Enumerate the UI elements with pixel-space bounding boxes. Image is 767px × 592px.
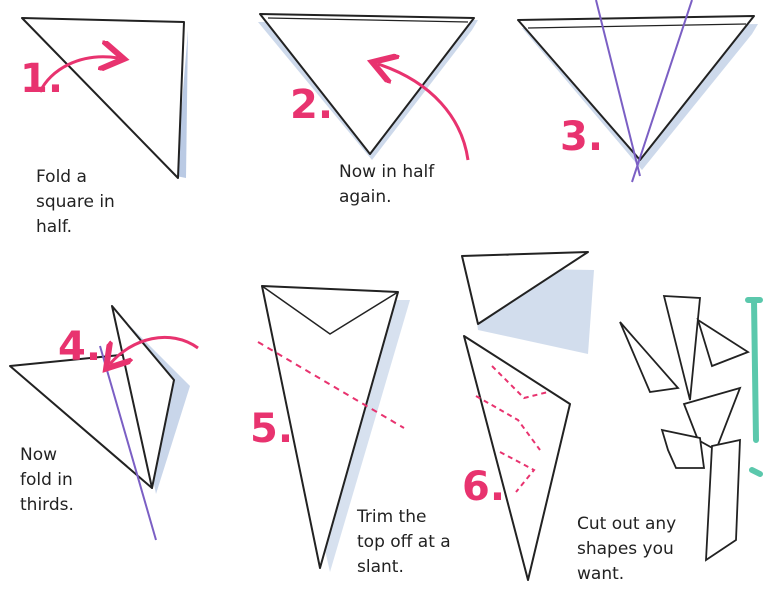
step-3-illustration: 3. — [518, 0, 758, 182]
step-number: 4. — [58, 324, 101, 370]
step-7-caption: Cut out any shapes you want. — [577, 512, 676, 587]
step-number: 6. — [462, 464, 505, 510]
step-number: 3. — [560, 114, 603, 160]
step-4-caption: Now fold in thirds. — [20, 443, 74, 518]
step-number: 2. — [290, 82, 333, 128]
step-number: 1. — [20, 56, 63, 102]
step-2-caption: Now in half again. — [339, 160, 434, 210]
step-number: 5. — [250, 406, 293, 452]
step-2-illustration: 2. — [258, 14, 478, 160]
trim-caption: Trim the top off at a slant. — [357, 505, 451, 580]
step-1-caption: Fold a square in half. — [36, 165, 115, 240]
step-6-illustration: 6. — [462, 252, 594, 580]
step-1-illustration: 1. — [20, 18, 188, 178]
